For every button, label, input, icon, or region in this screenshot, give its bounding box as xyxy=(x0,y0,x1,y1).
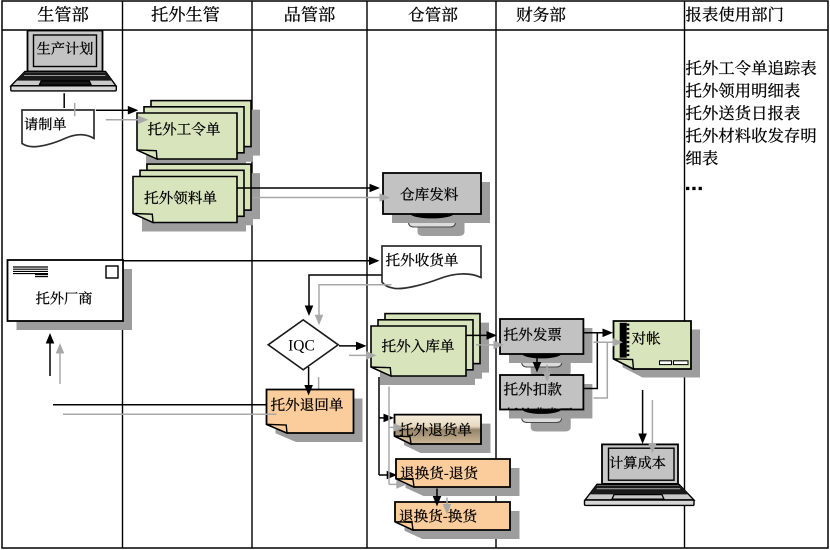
svg-text:IQC: IQC xyxy=(288,337,315,354)
